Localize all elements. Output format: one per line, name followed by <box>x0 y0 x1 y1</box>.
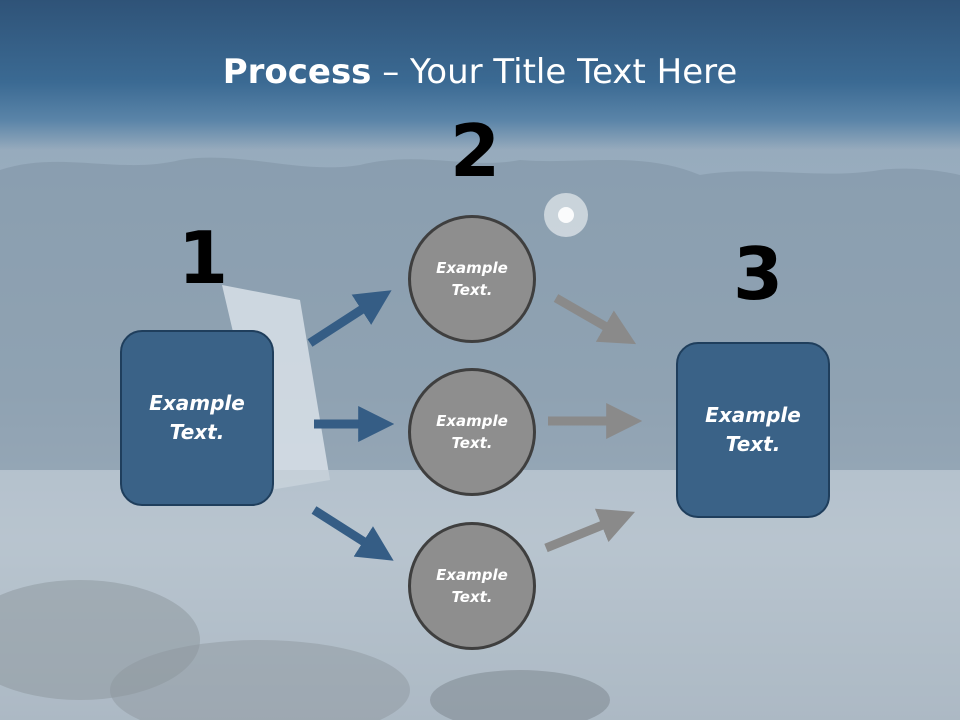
title-bold: Process <box>222 52 372 92</box>
slide-title: Process – Your Title Text Here <box>0 52 960 92</box>
middle-circle-bottom[interactable]: Example Text. <box>408 522 536 650</box>
left-step-label: Example Text. <box>149 391 245 444</box>
left-step-box[interactable]: Example Text. <box>120 330 274 506</box>
step-number-2: 2 <box>450 109 501 193</box>
step-number-1: 1 <box>178 216 229 300</box>
arrow-down-right-icon <box>311 506 394 561</box>
right-step-box[interactable]: Example Text. <box>676 342 830 518</box>
right-step-label: Example Text. <box>705 403 801 456</box>
step-number-3: 3 <box>733 232 784 316</box>
title-band <box>0 0 960 150</box>
middle-circle-top[interactable]: Example Text. <box>408 215 536 343</box>
arrow-gray-down-right-icon <box>553 294 637 345</box>
title-rest: – Your Title Text Here <box>371 52 738 92</box>
circle-label: Example Text. <box>436 258 508 300</box>
arrow-gray-up-right-icon <box>544 508 636 553</box>
arrow-up-right-icon <box>307 290 392 347</box>
middle-circle-center[interactable]: Example Text. <box>408 368 536 496</box>
circle-label: Example Text. <box>436 411 508 453</box>
circle-label: Example Text. <box>436 565 508 607</box>
